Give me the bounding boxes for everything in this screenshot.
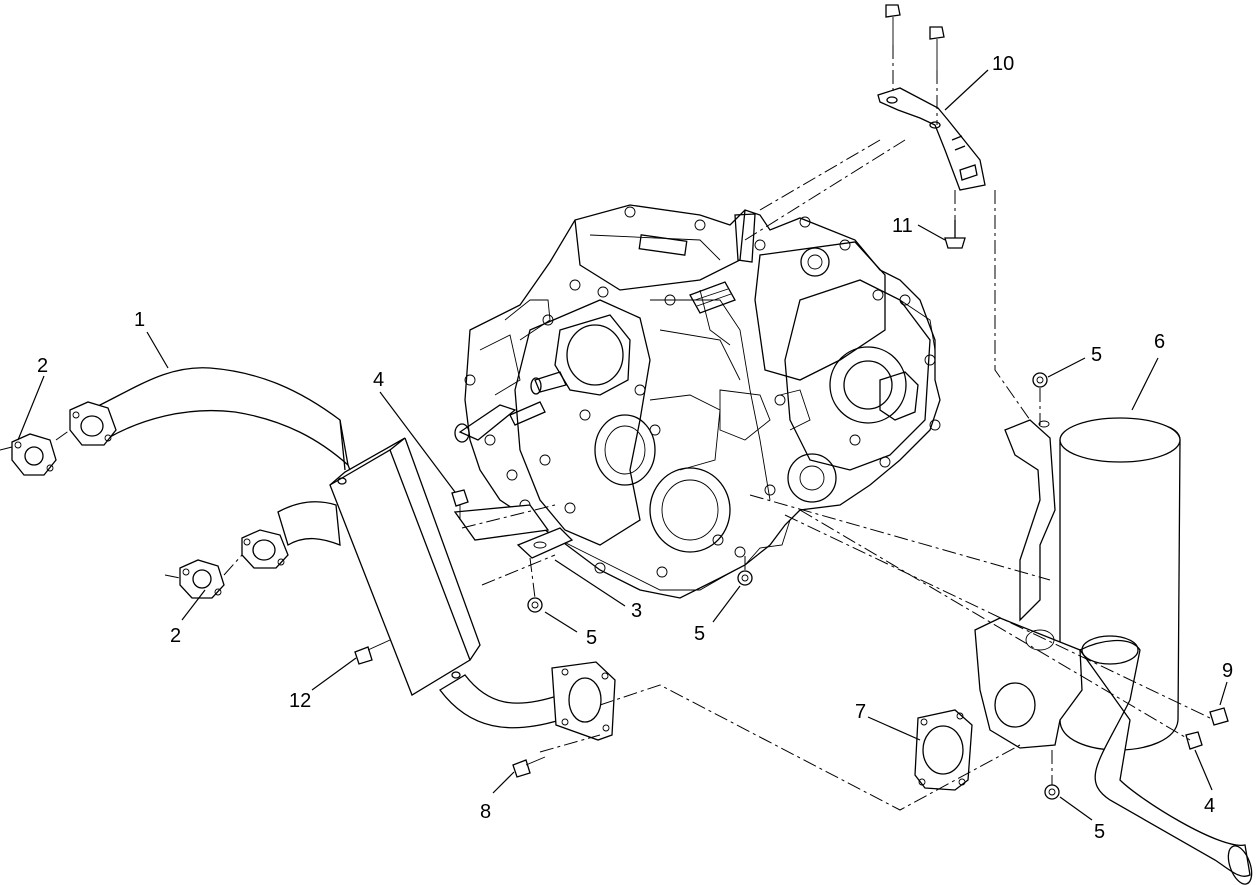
gasket-7 <box>914 709 973 791</box>
gasket-lower <box>179 559 225 599</box>
bracket-upper <box>877 87 986 191</box>
alignment-lines <box>0 45 1211 811</box>
exhaust-pipe <box>69 367 351 569</box>
callout-5-upper-right: 5 <box>1091 344 1102 366</box>
engine-block <box>454 204 941 599</box>
callout-1: 1 <box>134 309 145 331</box>
callout-2-upper: 2 <box>37 355 48 377</box>
bolt-11 <box>944 220 966 249</box>
callout-labels: 1 2 2 3 4 4 5 5 5 5 6 7 8 9 10 11 12 <box>37 53 1233 843</box>
leader-lines <box>17 69 1228 821</box>
callout-5-engine: 5 <box>694 623 705 645</box>
muffler-box <box>329 437 616 741</box>
callout-3: 3 <box>631 600 642 622</box>
top-bolts <box>885 4 945 70</box>
callout-4-upper: 4 <box>373 369 384 391</box>
callout-5-center: 5 <box>586 627 597 649</box>
callout-6: 6 <box>1154 331 1165 353</box>
callout-9: 9 <box>1222 660 1233 682</box>
callout-7: 7 <box>855 701 866 723</box>
callout-8: 8 <box>480 801 491 823</box>
fasteners <box>354 372 1229 800</box>
muffler-can <box>974 417 1253 885</box>
gasket-upper <box>11 433 57 476</box>
callout-12: 12 <box>289 690 311 712</box>
callout-2-lower: 2 <box>170 625 181 647</box>
callout-10: 10 <box>992 53 1014 75</box>
callout-5-lower-right: 5 <box>1094 821 1105 843</box>
callout-11: 11 <box>892 215 913 237</box>
callout-4-lower: 4 <box>1204 795 1215 817</box>
